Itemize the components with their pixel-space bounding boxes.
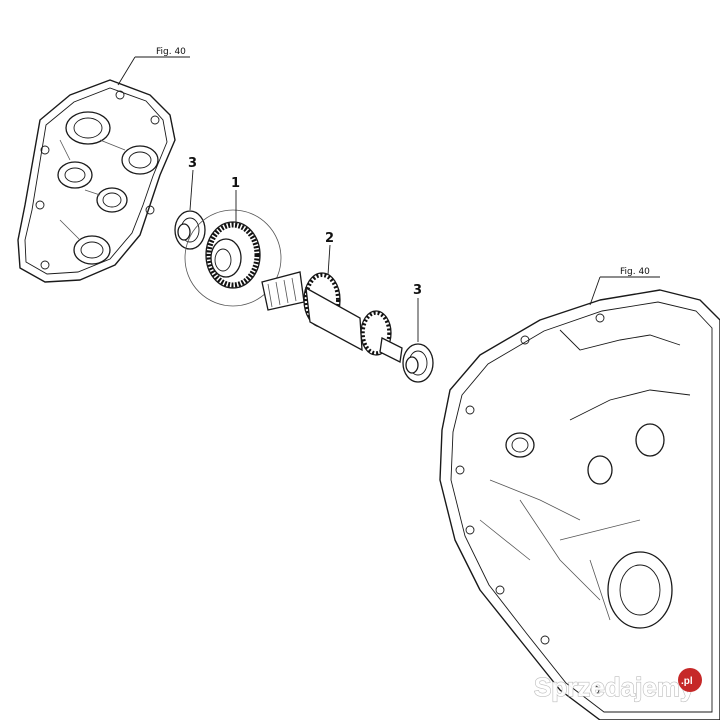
callout-gear: 1	[231, 176, 240, 222]
bearing-left	[174, 210, 206, 250]
fig-ref-left: Fig. 40	[117, 47, 190, 86]
gear-part	[184, 209, 282, 307]
watermark-text: Sprzedajemy	[534, 672, 695, 702]
fig-ref-right: Fig. 40	[589, 267, 660, 306]
callout-bearing-left-label: 3	[188, 156, 197, 171]
watermark-logo: Sprzedajemy .pl	[533, 668, 702, 703]
callout-gear-label: 1	[231, 176, 240, 191]
callout-bearing-left: 3	[188, 156, 197, 211]
callout-bearing-right-label: 3	[413, 283, 422, 298]
right-housing	[439, 289, 720, 720]
watermark-suffix: .pl	[681, 676, 693, 687]
bearing-right	[402, 343, 434, 383]
callout-shaft-label: 2	[325, 231, 334, 246]
fig-ref-right-label: Fig. 40	[620, 267, 650, 277]
fig-ref-left-label: Fig. 40	[156, 47, 186, 57]
callout-bearing-right: 3	[413, 283, 422, 342]
watermark-badge-icon	[678, 668, 702, 692]
left-cover-plate	[17, 79, 176, 283]
shaft-part	[261, 271, 403, 363]
callout-shaft: 2	[325, 231, 334, 276]
